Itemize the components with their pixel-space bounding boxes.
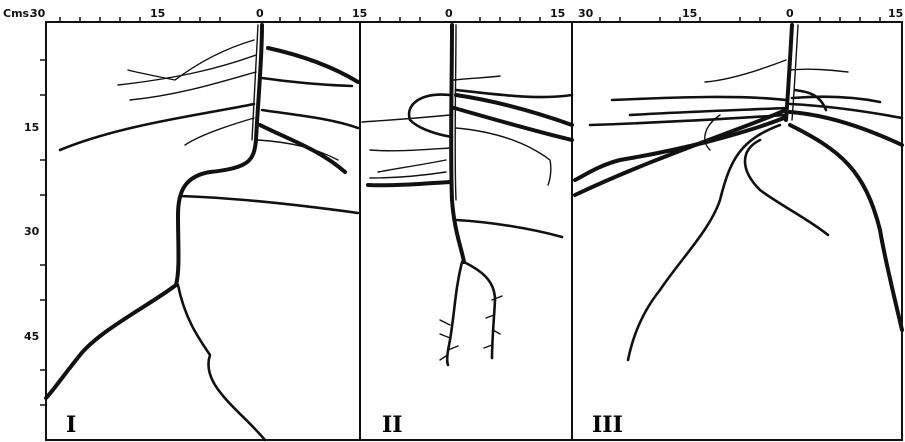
top-tick-label: 30 xyxy=(578,7,594,20)
left-tick-label: 15 xyxy=(24,121,39,134)
lateral-root xyxy=(262,78,352,86)
lateral-root xyxy=(362,115,450,122)
top-tick-label: 30 xyxy=(30,7,46,20)
deep-root xyxy=(790,125,902,330)
taproot-outline xyxy=(455,25,456,200)
lateral-root xyxy=(705,60,786,82)
lateral-root xyxy=(454,108,572,140)
left-tick-label: 30 xyxy=(24,225,40,238)
panel-label-3: III xyxy=(592,412,623,438)
outer-frame xyxy=(46,22,902,440)
lateral-root xyxy=(268,48,358,82)
deep-root xyxy=(178,285,265,440)
lateral-root xyxy=(260,125,345,172)
panel-1-roots xyxy=(46,25,358,440)
deep-root xyxy=(628,125,780,360)
diagram-frame xyxy=(46,22,902,440)
deep-root xyxy=(46,285,176,398)
top-tick-label: 0 xyxy=(786,7,794,20)
lateral-root xyxy=(792,97,880,102)
crown xyxy=(786,25,792,120)
unit-label: Cms. xyxy=(3,7,33,20)
lateral-root xyxy=(456,220,562,237)
taproot xyxy=(176,25,262,285)
panel-3-roots xyxy=(575,25,902,360)
top-tick-label: 0 xyxy=(445,7,453,20)
panel-2-roots xyxy=(362,25,572,365)
lateral-root xyxy=(790,112,902,145)
lateral-root xyxy=(370,148,450,178)
lateral-root xyxy=(612,97,786,100)
lateral-root xyxy=(262,110,358,128)
lateral-root xyxy=(130,72,256,100)
top-tick-label: 15 xyxy=(150,7,165,20)
lateral-root xyxy=(456,95,572,125)
top-tick-label: 15 xyxy=(550,7,565,20)
lateral-root xyxy=(454,76,500,80)
lateral-root xyxy=(180,196,358,213)
lateral-root xyxy=(118,55,256,85)
top-tick-label: 15 xyxy=(682,7,697,20)
taproot xyxy=(451,25,464,262)
deep-root xyxy=(464,262,495,358)
lateral-root xyxy=(456,128,551,185)
deep-root xyxy=(745,140,828,235)
top-tick-label: 0 xyxy=(256,7,264,20)
top-tick-label: 15 xyxy=(352,7,367,20)
lateral-root xyxy=(185,118,254,145)
lateral-root xyxy=(630,108,786,115)
lateral-root xyxy=(790,69,848,72)
panel-label-1: I xyxy=(66,412,76,438)
left-tick-label: 45 xyxy=(24,330,39,343)
top-tick-label: 15 xyxy=(888,7,903,20)
panel-label-2: II xyxy=(382,412,403,438)
lateral-root xyxy=(368,182,450,185)
